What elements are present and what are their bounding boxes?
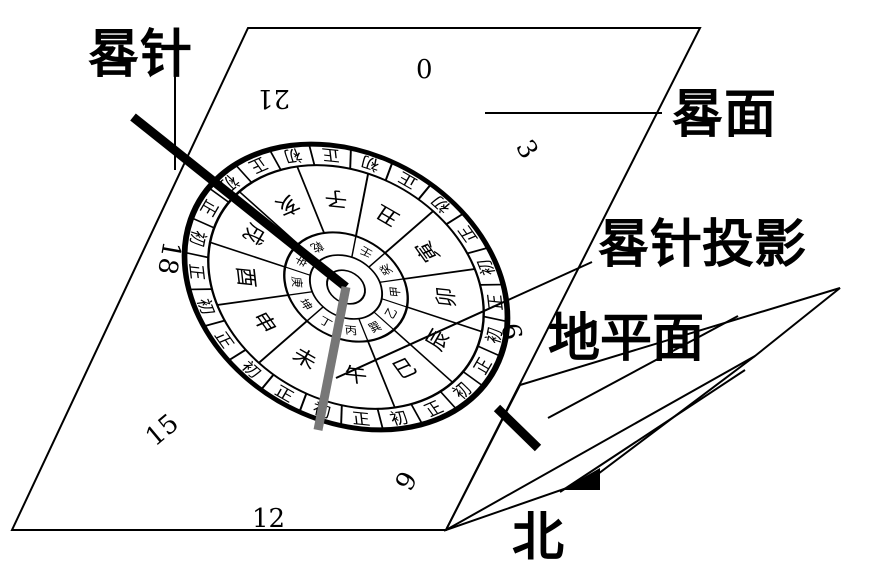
branch-divider bbox=[406, 306, 483, 333]
dial-ring-3 bbox=[308, 254, 384, 320]
outer-ring-char: 正 bbox=[351, 409, 371, 429]
outer-ring-char: 初 bbox=[360, 151, 381, 174]
inner-ring-char: 壬 bbox=[357, 243, 375, 260]
label-gnomon: 晷针 bbox=[88, 25, 192, 85]
branch-divider bbox=[354, 173, 370, 237]
outer-divider bbox=[349, 148, 352, 169]
outer-divider bbox=[410, 403, 424, 425]
outer-ring-char: 初 bbox=[185, 227, 209, 249]
hour-mark-18: 18 bbox=[151, 239, 186, 277]
branch-divider bbox=[216, 294, 289, 306]
inner-ring-char: 丁 bbox=[317, 314, 334, 331]
outer-divider bbox=[417, 183, 432, 200]
gnomon-upper bbox=[130, 113, 349, 291]
outer-divider bbox=[445, 212, 465, 225]
branch-divider bbox=[296, 166, 326, 234]
outer-divider bbox=[260, 374, 275, 391]
branch-divider bbox=[366, 340, 396, 408]
outer-ring-char: 初 bbox=[192, 297, 218, 316]
outer-divider bbox=[188, 288, 213, 291]
inner-divider bbox=[284, 266, 311, 276]
inner-divider bbox=[351, 235, 357, 258]
dial-ring-2 bbox=[283, 231, 409, 343]
branch-divider bbox=[393, 329, 454, 383]
inner-ring-char: 癸 bbox=[376, 262, 395, 278]
hour-mark-12: 12 bbox=[252, 504, 285, 534]
inner-divider bbox=[373, 311, 395, 331]
outer-divider bbox=[227, 349, 247, 362]
gnomon-shadow-line bbox=[313, 286, 351, 431]
outer-divider bbox=[376, 408, 384, 430]
outer-ring-char: 正 bbox=[321, 144, 341, 164]
inner-ring-char: 丙 bbox=[344, 323, 358, 337]
outer-divider bbox=[340, 405, 343, 426]
branch-char: 子 bbox=[323, 185, 348, 211]
branch-divider bbox=[258, 320, 308, 364]
inner-divider bbox=[379, 278, 404, 283]
label-ground-plane: 地平面 bbox=[548, 309, 704, 369]
outer-divider bbox=[298, 393, 308, 413]
label-gnomon-shadow: 晷针投影 bbox=[598, 215, 806, 275]
inner-divider bbox=[288, 291, 313, 296]
inner-ring-char: 庚 bbox=[289, 276, 305, 289]
north-arrow-head bbox=[562, 468, 600, 490]
dial-ring-1 bbox=[207, 164, 485, 410]
inner-ring-char: 甲 bbox=[387, 286, 403, 298]
label-dial-face: 晷面 bbox=[672, 85, 776, 145]
outer-ring-char: 初 bbox=[280, 144, 304, 165]
outer-divider bbox=[203, 319, 226, 328]
outer-divider bbox=[384, 161, 394, 181]
outer-ring-char: 正 bbox=[210, 329, 238, 351]
branch-char: 酉 bbox=[231, 265, 260, 288]
branch-divider bbox=[209, 241, 286, 268]
branch-divider bbox=[403, 268, 476, 280]
leader-ground bbox=[547, 315, 739, 419]
outer-ring-char: 正 bbox=[184, 263, 207, 281]
inner-ring-char: 坤 bbox=[296, 297, 315, 312]
north-arrow-line bbox=[559, 369, 746, 493]
outer-divider bbox=[477, 345, 501, 358]
inner-divider bbox=[306, 306, 324, 322]
label-north: 北 bbox=[512, 508, 564, 563]
hour-mark-21: 21 bbox=[257, 83, 290, 113]
inner-divider bbox=[381, 298, 408, 308]
hour-mark-6: 6 bbox=[495, 321, 527, 343]
branch-char: 午 bbox=[344, 363, 369, 389]
outer-divider bbox=[234, 164, 253, 183]
outer-ring-char: 正 bbox=[485, 293, 508, 311]
outer-divider bbox=[462, 371, 484, 387]
outer-divider bbox=[479, 283, 504, 286]
outer-ring-char: 初 bbox=[483, 325, 507, 347]
branch-char: 卯 bbox=[433, 286, 462, 309]
outer-divider bbox=[184, 251, 209, 259]
inner-divider bbox=[368, 252, 386, 268]
outer-ring-char: 初 bbox=[387, 409, 411, 430]
outer-ring-char: 初 bbox=[474, 258, 500, 277]
hour-mark-0: 0 bbox=[416, 55, 433, 85]
outer-divider bbox=[439, 391, 458, 410]
outer-ring-char: 正 bbox=[455, 223, 483, 245]
outer-divider bbox=[483, 315, 508, 323]
branch-divider bbox=[384, 210, 434, 254]
outer-divider bbox=[466, 246, 489, 255]
ground-plane-edge bbox=[445, 355, 756, 531]
inner-divider bbox=[358, 318, 369, 342]
outer-divider bbox=[308, 144, 316, 166]
leader-shadow bbox=[335, 261, 593, 379]
gnomon-lower bbox=[493, 404, 542, 452]
outer-divider bbox=[268, 149, 282, 171]
outer-divider bbox=[191, 216, 215, 229]
outer-divider bbox=[208, 187, 230, 203]
